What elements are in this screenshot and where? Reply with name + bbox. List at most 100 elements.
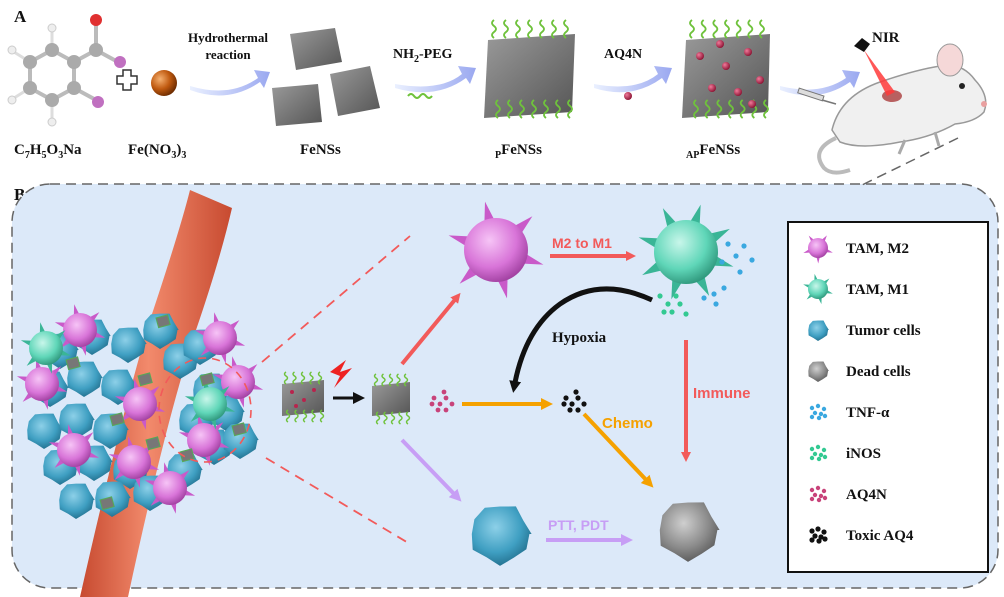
panel-b-letter: B <box>14 185 25 204</box>
peg-chain <box>302 409 308 423</box>
apfenss-label: APFeNSs <box>686 142 740 161</box>
legend-label: Tumor cells <box>846 323 921 339</box>
peg-chain <box>728 99 734 119</box>
peg-chain <box>763 99 769 119</box>
peg-chain <box>381 373 386 387</box>
m2-macrophage <box>108 436 160 488</box>
inos-dots-icon <box>809 444 828 462</box>
peg-chain <box>693 99 699 119</box>
tumor-cell-body <box>471 506 532 566</box>
hypoxia-curved-arrow <box>509 286 654 393</box>
zoom-line-bottom <box>265 457 411 545</box>
toxic-aq4-dot <box>567 407 573 413</box>
aq4n-molecule <box>756 76 764 84</box>
peg-chain <box>519 99 525 119</box>
tissue-nanosheet <box>155 314 171 329</box>
peg-chain <box>563 19 569 39</box>
macrophage-arrow <box>400 292 461 366</box>
peg-chain <box>495 99 501 119</box>
aq4n-molecule <box>716 40 724 48</box>
peg-chain <box>390 411 396 425</box>
step1-label-line1: Hydrothermal <box>188 30 268 45</box>
m2-macrophage <box>54 304 106 356</box>
tissue-nanosheet <box>65 356 81 371</box>
peg-chain <box>527 19 533 39</box>
step3-label: AQ4N <box>604 47 642 62</box>
tissue-nanosheet <box>99 496 115 511</box>
peg-chain <box>294 409 299 423</box>
peg-chain <box>283 371 289 385</box>
toxic-aq4-dots-icon <box>809 526 828 544</box>
tumor-cell-icon <box>808 320 829 341</box>
peg-chain <box>700 19 707 39</box>
legend-item: TAM, M2 <box>803 235 909 264</box>
immune-label: Immune <box>693 385 751 402</box>
m2-macrophage <box>194 312 246 364</box>
aq4n-dot <box>431 395 437 401</box>
toxic-aq4-dot <box>581 401 587 407</box>
peg-chain <box>405 411 411 425</box>
m1-macrophage <box>20 322 72 374</box>
legend-item: Tumor cells <box>808 320 921 341</box>
peg-chain <box>507 99 513 119</box>
dead-cell <box>659 502 720 562</box>
toxic-aq4-dot <box>573 389 579 395</box>
step1-label-line2: reaction <box>205 47 251 62</box>
plus-icon <box>116 69 138 91</box>
m2-macrophage <box>16 358 68 410</box>
m2-macrophage-icon <box>803 235 833 264</box>
step2-label: NH2-PEG <box>393 47 453 65</box>
aq4n-molecule <box>722 62 730 70</box>
aq4n-dot <box>443 407 449 413</box>
aq4n-dot <box>435 407 441 413</box>
nir-label: NIR <box>872 30 900 46</box>
peg-chain <box>531 99 537 119</box>
fenss-sheets-icon <box>272 28 380 126</box>
aq4n-molecule <box>734 88 742 96</box>
peg-chain <box>317 371 323 385</box>
cytokine-dots <box>657 241 755 317</box>
pfenss-label: PFeNSs <box>495 142 542 161</box>
legend-box <box>787 221 989 573</box>
inos-dot <box>665 301 671 307</box>
peg-chain <box>309 371 314 385</box>
tissue-nanosheet <box>145 436 161 451</box>
peg-chain <box>543 99 549 119</box>
hypoxia-label: Hypoxia <box>552 330 607 346</box>
tumor-cell <box>67 361 103 397</box>
m1-macrophage-body <box>638 204 734 300</box>
toxic-aq4-dot <box>561 401 567 407</box>
tissue-nanosheet <box>137 372 153 387</box>
ptt-pdt-branch-arrow <box>400 438 462 502</box>
aq4n-molecule <box>748 100 756 108</box>
inos-dot <box>661 309 667 315</box>
peg-chain <box>567 99 573 119</box>
m2-macrophage-body <box>448 201 544 299</box>
peg-chain <box>383 411 388 425</box>
mouse-illustration <box>797 43 987 175</box>
peg-chain <box>403 373 409 387</box>
aq4n-molecule <box>744 48 752 56</box>
legend-label: TAM, M1 <box>846 282 909 298</box>
tumor-cell <box>111 327 147 363</box>
tnf-dot <box>721 285 727 291</box>
aq4n-dot <box>429 401 435 407</box>
sodium-salicylate-molecule <box>7 14 126 127</box>
peg-chain <box>375 411 381 425</box>
legend-label: Toxic AQ4 <box>846 528 914 544</box>
peg-chain <box>551 19 557 39</box>
legend-label: Dead cells <box>846 364 911 380</box>
chemo-arrow <box>582 412 654 488</box>
legend-label: AQ4N <box>846 487 887 503</box>
tnf-dot <box>713 301 719 307</box>
m2-to-m1-label: M2 to M1 <box>552 235 612 251</box>
aq4n-dot <box>449 401 455 407</box>
toxic-aq4-dot <box>563 395 569 401</box>
aq4n-dot <box>437 401 443 407</box>
tissue-nanosheet <box>109 412 125 427</box>
tnf-dot <box>737 269 743 275</box>
peg-chain <box>747 19 754 39</box>
peg-chain <box>712 19 719 39</box>
tissue-nanosheet <box>231 422 247 437</box>
